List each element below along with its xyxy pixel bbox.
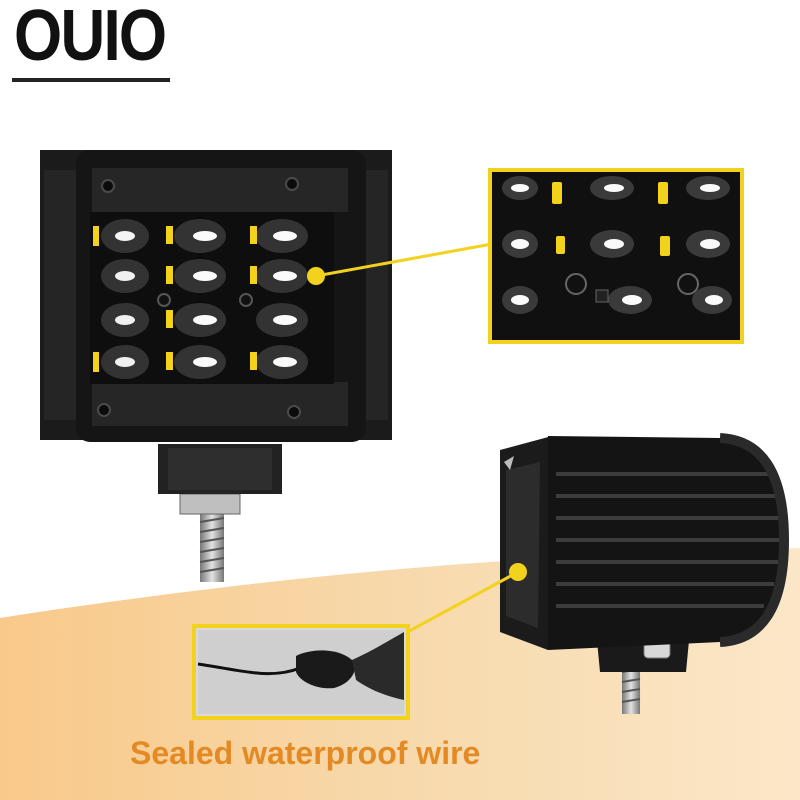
logo-underline xyxy=(12,78,170,82)
led-light-side xyxy=(500,433,790,714)
zoom-callout-leds xyxy=(307,168,744,344)
led-light-front xyxy=(40,150,392,582)
zoom-callout-wire xyxy=(192,563,527,720)
caption: Sealed waterproof wire xyxy=(130,735,481,771)
brand-logo: OUIO xyxy=(14,0,167,76)
zoom-leds xyxy=(502,176,732,314)
led-array xyxy=(93,219,308,379)
cooling-fins xyxy=(556,472,780,608)
